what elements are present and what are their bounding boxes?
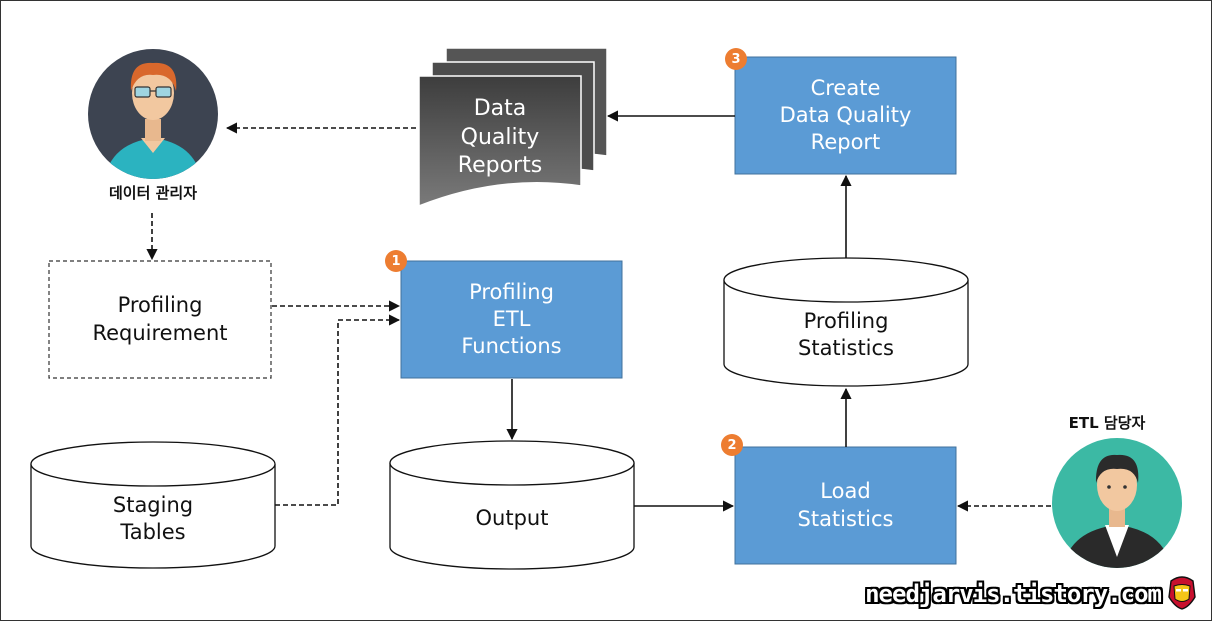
etl-owner-avatar bbox=[1052, 438, 1182, 568]
data-manager-avatar bbox=[88, 49, 218, 179]
profiling-etl-label: Profiling ETL Functions bbox=[461, 279, 562, 359]
create-report-label: Create Data Quality Report bbox=[779, 75, 912, 155]
output-label: Output bbox=[475, 506, 549, 531]
ironman-helmet-icon bbox=[1168, 576, 1196, 610]
data-manager-label: 데이터 관리자 bbox=[108, 184, 198, 202]
data-quality-reports-shape bbox=[418, 47, 608, 208]
data-quality-reports-label: Data Quality Reports bbox=[457, 96, 543, 179]
profiling-requirement-box bbox=[48, 260, 272, 379]
output-cylinder bbox=[389, 440, 635, 570]
profiling-statistics-cylinder bbox=[723, 257, 969, 387]
arrow-staging-to-etl bbox=[275, 314, 401, 506]
staging-tables-cylinder bbox=[30, 441, 276, 569]
load-statistics-box bbox=[734, 446, 957, 565]
profiling-requirement-label: Profiling Requirement bbox=[92, 293, 228, 345]
staging-tables-label: Staging Tables bbox=[112, 492, 194, 544]
etl-owner-label: ETL 담당자 bbox=[1068, 414, 1146, 432]
step-badge-1: 1 bbox=[385, 250, 407, 272]
watermark-text: needjarvis.tistory.com bbox=[865, 580, 1162, 608]
step-badge-3: 3 bbox=[725, 48, 747, 70]
profiling-etl-box bbox=[400, 260, 623, 379]
load-statistics-label: Load Statistics bbox=[797, 479, 894, 531]
profiling-statistics-label: Profiling Statistics bbox=[798, 308, 894, 360]
create-report-box bbox=[734, 56, 957, 175]
step-badge-2: 2 bbox=[721, 434, 743, 456]
